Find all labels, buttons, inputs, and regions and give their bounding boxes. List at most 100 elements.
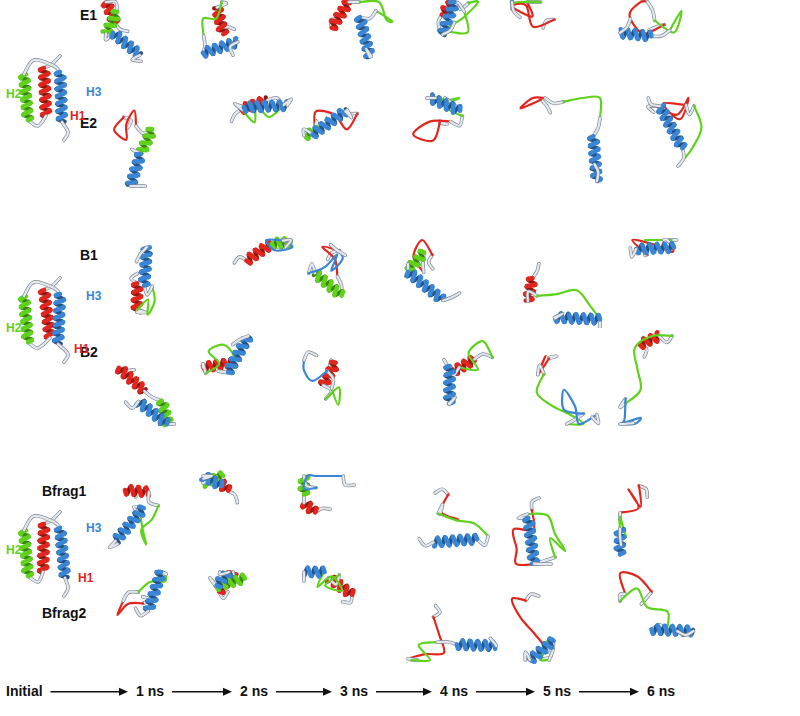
coil <box>413 121 450 141</box>
coil-outline <box>620 529 621 546</box>
coil-outline <box>555 313 563 318</box>
coil <box>630 248 636 257</box>
helix-front <box>40 68 50 115</box>
coil-outline <box>678 148 684 166</box>
coil-outline <box>686 105 694 115</box>
time-label: 2 ns <box>240 684 268 699</box>
helix-front <box>244 101 287 111</box>
coil <box>345 110 351 118</box>
helix-front <box>317 273 343 296</box>
coil-outline <box>595 164 599 181</box>
helix-front <box>308 568 325 576</box>
coil <box>538 356 549 375</box>
coil-outline <box>131 184 146 188</box>
time-arrow <box>376 691 425 693</box>
arrow-head <box>526 688 535 696</box>
helix-back <box>145 572 163 610</box>
helix-label: H2 <box>6 544 21 557</box>
time-arrow <box>172 691 225 693</box>
coil-outline <box>490 638 496 646</box>
coil <box>137 247 147 262</box>
coil <box>131 185 146 187</box>
coil-outline <box>366 49 371 57</box>
helix-front <box>555 314 600 324</box>
helix-back <box>106 12 119 32</box>
coil-outline <box>651 31 669 37</box>
helix-front <box>138 129 153 150</box>
coil <box>64 578 68 596</box>
helix-front <box>112 33 138 56</box>
coil-outline <box>677 631 693 635</box>
coil-outline <box>203 364 206 374</box>
coil <box>123 592 138 601</box>
helix-front <box>20 296 32 342</box>
coil <box>512 598 546 648</box>
coil <box>648 2 655 20</box>
coil <box>655 11 682 33</box>
coil <box>443 293 459 300</box>
coil <box>686 105 694 115</box>
time-arrow <box>51 691 121 693</box>
coil <box>219 572 229 575</box>
coil <box>419 539 433 546</box>
arrow-head <box>223 688 232 696</box>
coil <box>527 291 537 301</box>
coil <box>443 22 455 34</box>
coil <box>620 19 631 33</box>
coil <box>677 631 693 635</box>
coil <box>545 98 563 103</box>
coil-outline <box>527 291 537 301</box>
helix-front <box>529 639 554 662</box>
helix-front <box>103 11 119 32</box>
coil <box>449 397 455 404</box>
coil <box>304 475 344 489</box>
helix-label: H1 <box>78 572 93 585</box>
coil-outline <box>620 19 631 33</box>
protein-ribbons <box>20 1 701 662</box>
coil <box>595 164 599 181</box>
coil-outline <box>512 2 520 17</box>
coil-outline <box>620 423 633 424</box>
coil-outline <box>24 60 60 74</box>
coil-outline <box>327 371 333 389</box>
coil <box>137 286 155 315</box>
coil <box>132 55 141 61</box>
coil-outline <box>429 255 433 269</box>
helix-label: H2 <box>6 322 21 335</box>
helix-back <box>115 507 143 543</box>
time-label: 3 ns <box>340 684 368 699</box>
coil <box>521 97 546 108</box>
coil <box>632 240 673 255</box>
helix-front <box>125 486 149 496</box>
coil <box>567 414 584 424</box>
coil <box>564 96 602 118</box>
coil-outline <box>538 365 544 375</box>
coil <box>144 391 161 401</box>
coil-outline <box>449 397 455 404</box>
coil <box>532 264 539 278</box>
time-label: Initial <box>6 684 43 699</box>
helix-back <box>112 33 141 56</box>
helix-back <box>137 401 168 424</box>
helix-front <box>589 136 601 181</box>
coil-outline <box>349 0 360 4</box>
coil <box>137 310 147 313</box>
time-arrow <box>579 691 632 693</box>
coil-outline <box>567 414 584 424</box>
coil <box>202 2 222 36</box>
helix-back <box>117 369 146 393</box>
coil <box>408 617 444 659</box>
helix-front <box>525 518 538 564</box>
helix-label: H1 <box>70 110 85 123</box>
coil-outline <box>109 541 117 548</box>
coil <box>114 110 136 139</box>
coil <box>526 594 539 600</box>
coil-outline <box>136 608 149 615</box>
helix-front <box>117 368 142 392</box>
coil <box>437 642 457 645</box>
coil <box>136 608 149 615</box>
helix-front <box>636 244 674 254</box>
helix-label: H3 <box>86 290 101 303</box>
coil-outline <box>137 247 147 262</box>
helix-front <box>227 339 251 373</box>
